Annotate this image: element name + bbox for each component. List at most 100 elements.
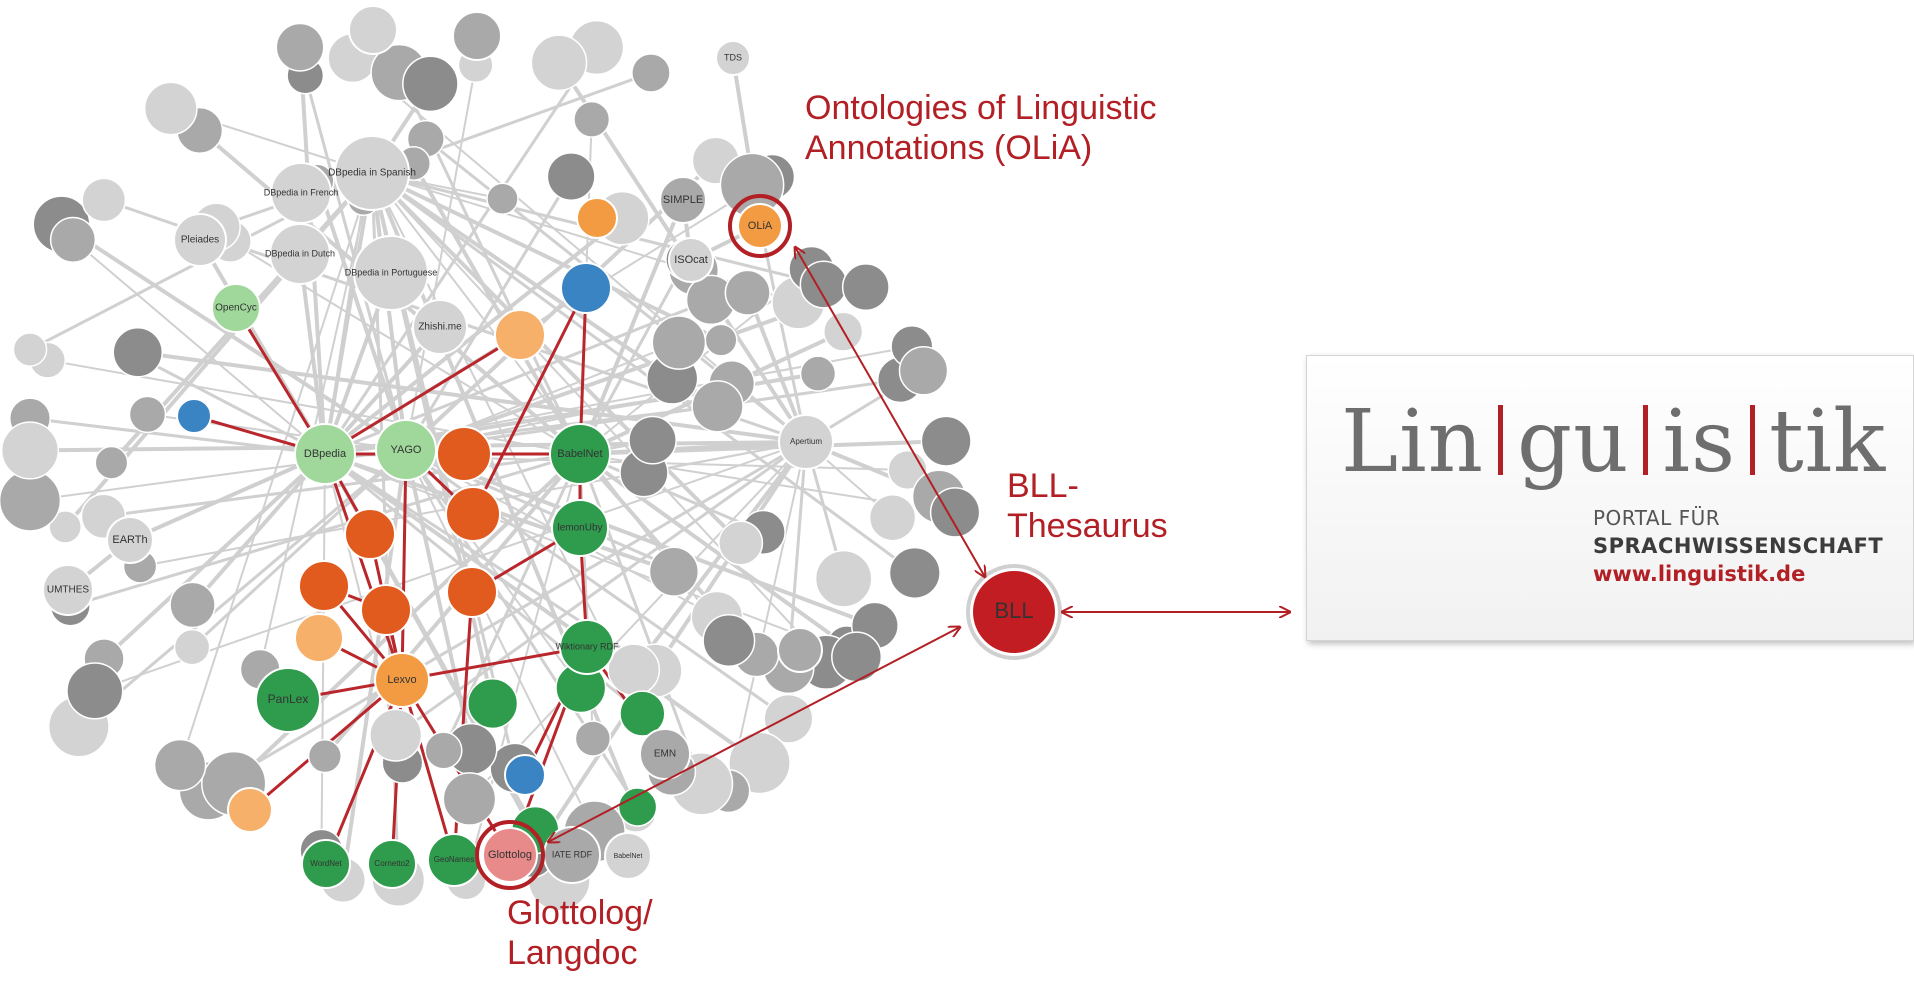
node-label-umthes: UMTHES	[47, 585, 90, 596]
arrow-glottolog-bll	[548, 627, 960, 842]
gray-edge	[207, 440, 807, 793]
node-llod6	[360, 584, 412, 636]
node-label-dbp-port: DBpedia in Portuguese	[345, 267, 438, 277]
dataset-node	[868, 493, 917, 542]
node-label-emn: EMN	[654, 749, 676, 760]
dataset-node	[724, 269, 771, 316]
highlight-rings	[475, 194, 1062, 890]
dataset-node	[573, 100, 611, 138]
gray-edge	[94, 441, 807, 692]
bll-callout-label: BLL- Thesaurus	[1007, 467, 1168, 545]
gray-edge	[129, 452, 326, 542]
dataset-node	[617, 787, 658, 827]
logo-part-3: is	[1662, 392, 1737, 492]
node-label-glottolog: Glottolog	[488, 849, 532, 861]
node-lemonuby	[551, 499, 609, 557]
node-label-wordnet: WordNet	[310, 859, 342, 868]
dataset-node	[486, 182, 519, 216]
gray-edge	[69, 452, 581, 608]
node-tds	[715, 40, 751, 76]
dataset-node	[49, 216, 97, 263]
logo-part-2: gu	[1517, 392, 1630, 492]
dataset-node	[704, 323, 738, 357]
node-earth	[106, 516, 154, 564]
gray-edge	[371, 171, 722, 342]
logo-part-1: Lin	[1341, 392, 1485, 492]
dataset-node	[143, 81, 198, 136]
node-geonames	[427, 833, 481, 887]
dataset-node	[546, 152, 596, 202]
dataset-node	[841, 263, 890, 312]
highlight-ring-glottolog	[475, 820, 545, 890]
dataset-node	[153, 738, 207, 792]
node-label-panlex: PanLex	[268, 692, 309, 706]
logo-url[interactable]: www.linguistik.de	[1593, 562, 1806, 586]
logo-tagline-portal: PORTAL FÜR	[1593, 506, 1721, 530]
node-label-iate: IATE RDF	[552, 849, 593, 859]
node-label-isocat: ISOcat	[674, 254, 708, 266]
gray-edge	[191, 452, 327, 607]
dataset-node	[307, 739, 343, 774]
gray-edge	[370, 171, 743, 545]
node-gtaa	[452, 11, 502, 61]
logo-separator-3	[1750, 405, 1756, 475]
node-llod1	[436, 426, 492, 482]
dataset-node	[81, 177, 127, 223]
gray-edge	[442, 453, 582, 752]
dataset-node	[702, 614, 756, 667]
node-llod2	[445, 486, 501, 542]
gray-edge	[135, 354, 326, 456]
node-umthes	[42, 564, 94, 616]
arrow-olia-bll	[795, 247, 985, 577]
dataset-node	[607, 643, 661, 697]
node-label-yago: YAGO	[391, 444, 422, 456]
gray-edge	[323, 216, 624, 456]
gray-edge	[72, 239, 326, 455]
glottolog-callout-label: Glottolog/ Langdoc	[507, 894, 653, 972]
dataset-node	[530, 34, 588, 92]
node-blue3	[504, 754, 546, 796]
node-lexinfo	[560, 262, 612, 314]
dataset-node	[173, 628, 211, 666]
node-dbp-port	[353, 235, 429, 311]
dataset-node	[574, 720, 612, 757]
node-label-dbp-french: DBpedia in French	[264, 187, 339, 197]
node-label-lemonuby: lemonUby	[557, 523, 602, 534]
dataset-node	[94, 445, 129, 480]
llod-edge	[400, 679, 456, 861]
gray-edge	[315, 180, 408, 451]
dataset-node	[920, 415, 972, 467]
node-dbp-korean	[348, 5, 398, 55]
dataset-node	[628, 415, 677, 465]
node-ngram	[777, 627, 823, 673]
node-label-apertium: Apertium	[790, 437, 822, 446]
node-olia	[737, 203, 783, 249]
gray-edge	[468, 441, 807, 800]
node-isocat	[668, 237, 714, 283]
node-dbp-spanish	[334, 135, 410, 211]
node-label-zhishi: Zhishi.me	[418, 322, 462, 333]
dataset-node	[631, 53, 671, 93]
node-dbpedia	[294, 423, 356, 485]
gray-edge	[405, 64, 477, 451]
annotation-arrows	[548, 247, 1290, 842]
node-label-lexvo: Lexvo	[387, 674, 416, 686]
gray-edge	[579, 440, 807, 456]
dataset-node	[12, 332, 48, 367]
llod-edge	[324, 333, 521, 456]
node-label-cornetto: Cornetto2	[374, 859, 410, 868]
dataset-node	[467, 677, 519, 730]
node-llod3	[344, 508, 396, 560]
llod-edge	[323, 453, 404, 681]
node-wordnet	[301, 839, 351, 889]
dataset-node	[48, 510, 82, 544]
node-panlex	[255, 667, 321, 733]
node-dbfalse	[227, 787, 273, 833]
highlight-ring-olia	[728, 194, 792, 258]
dataset-node	[275, 22, 325, 72]
dataset-node	[66, 662, 124, 720]
gray-edge	[259, 172, 373, 670]
